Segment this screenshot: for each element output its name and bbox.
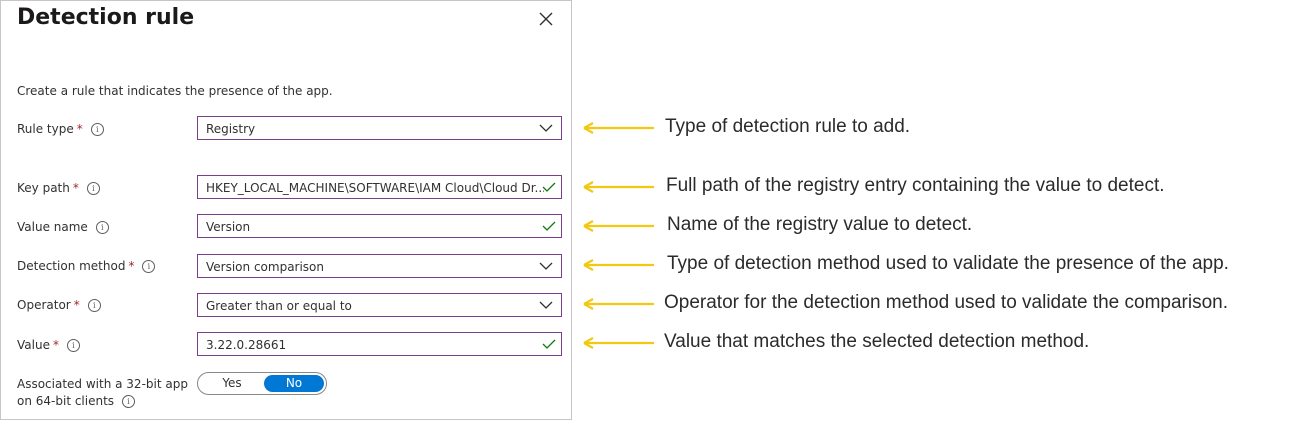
annotation-operator: Operator for the detection method used t… [664, 292, 1228, 313]
operator-dropdown[interactable]: Greater than or equal to [197, 293, 562, 317]
arrow-left-icon [583, 220, 654, 232]
annotation-value-name: Name of the registry value to detect. [667, 214, 973, 235]
value-name-input[interactable]: Version [197, 214, 562, 238]
rule-type-label: Rule type*i [17, 122, 104, 136]
annotation-detection-method: Type of detection method used to validat… [667, 253, 1229, 274]
required-marker: * [73, 298, 80, 312]
detection-method-label: Detection method*i [17, 259, 156, 273]
value-label: Value*i [17, 338, 80, 352]
close-icon[interactable] [537, 10, 555, 28]
arrow-left-icon [583, 122, 654, 134]
info-icon[interactable]: i [66, 339, 80, 352]
operator-value: Greater than or equal to [206, 299, 352, 313]
chevron-down-icon [539, 262, 553, 270]
checkmark-icon [542, 221, 556, 231]
rule-type-value: Registry [206, 122, 256, 136]
key-path-input[interactable]: HKEY_LOCAL_MACHINE\SOFTWARE\IAM Cloud\Cl… [197, 175, 562, 199]
annotation-value: Value that matches the selected detectio… [664, 331, 1090, 352]
toggle-no-option[interactable]: No [264, 375, 324, 392]
info-icon[interactable]: i [95, 221, 109, 234]
annotation-key-path: Full path of the registry entry containi… [666, 175, 1165, 196]
value-input[interactable]: 3.22.0.28661 [197, 332, 562, 356]
key-path-value: HKEY_LOCAL_MACHINE\SOFTWARE\IAM Cloud\Cl… [206, 181, 544, 195]
detection-method-value: Version comparison [206, 260, 325, 274]
rule-type-dropdown[interactable]: Registry [197, 116, 562, 140]
info-icon[interactable]: i [86, 182, 100, 195]
required-marker: * [76, 122, 83, 136]
info-icon[interactable]: i [142, 260, 156, 273]
required-marker: * [52, 338, 59, 352]
operator-label: Operator*i [17, 298, 101, 312]
info-icon[interactable]: i [90, 123, 104, 136]
detection-method-dropdown[interactable]: Version comparison [197, 254, 562, 278]
required-marker: * [128, 259, 135, 273]
bitness-toggle[interactable]: Yes No [197, 372, 327, 395]
bitness-label: Associated with a 32-bit app on 64-bit c… [17, 377, 188, 408]
info-icon[interactable]: i [87, 299, 101, 312]
toggle-yes-option[interactable]: Yes [222, 376, 242, 390]
info-icon[interactable]: i [122, 395, 136, 408]
arrow-left-icon [583, 298, 654, 310]
annotation-rule-type: Type of detection rule to add. [665, 116, 911, 137]
required-marker: * [72, 181, 79, 195]
arrow-left-icon [583, 181, 654, 193]
arrow-left-icon [583, 259, 654, 271]
checkmark-icon [542, 182, 556, 192]
detection-rule-panel: Detection rule Create a rule that indica… [0, 0, 572, 420]
value-value: 3.22.0.28661 [206, 338, 287, 352]
panel-description: Create a rule that indicates the presenc… [17, 84, 333, 98]
chevron-down-icon [539, 301, 553, 309]
panel-title: Detection rule [17, 5, 195, 30]
value-name-value: Version [206, 220, 251, 234]
key-path-label: Key path*i [17, 181, 100, 195]
chevron-down-icon [539, 124, 553, 132]
checkmark-icon [542, 339, 556, 349]
arrow-left-icon [583, 337, 654, 349]
